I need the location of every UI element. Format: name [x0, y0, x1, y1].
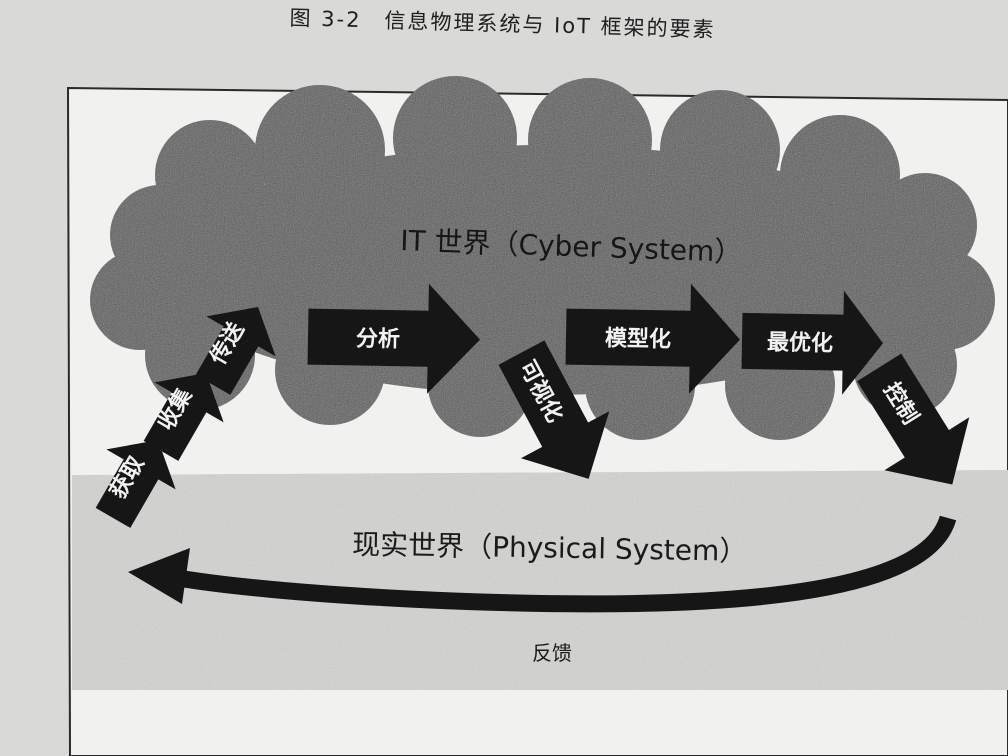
feedback-arrow	[128, 515, 957, 613]
physical-world-region	[72, 470, 1008, 690]
arrow-visualize	[498, 340, 610, 479]
arrow-analyze	[307, 283, 480, 394]
arrow-transmit	[195, 306, 276, 395]
arrow-optimize-label: 最优化	[767, 329, 833, 356]
physical-world-label: 现实世界（Physical System）	[352, 528, 748, 568]
arrow-analyze-label: 分析	[356, 327, 400, 353]
arrow-control	[857, 353, 970, 485]
arrow-optimize	[741, 290, 883, 395]
arrow-acquire	[95, 439, 176, 528]
feedback-label: 反馈	[532, 641, 572, 665]
arrow-modeling-label: 模型化	[605, 325, 671, 352]
arrow-collect	[143, 372, 224, 461]
arrow-modeling	[565, 283, 740, 394]
